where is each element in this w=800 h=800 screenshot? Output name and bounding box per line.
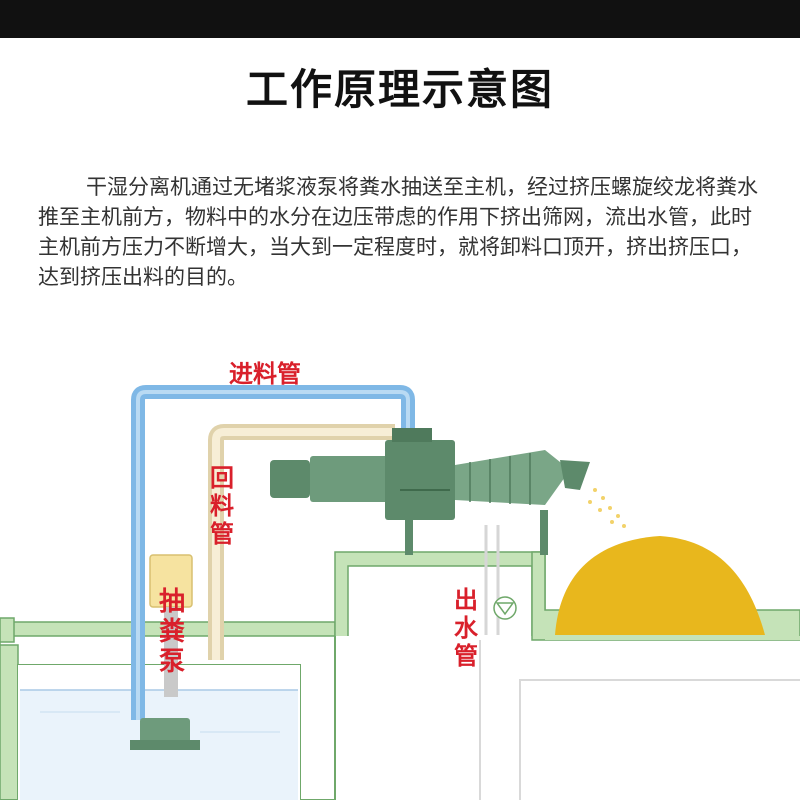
top-bar (0, 0, 800, 38)
description-paragraph: 干湿分离机通过无堵浆液泵将粪水抽送至主机，经过挤压螺旋绞龙将粪水推至主机前方，物… (38, 172, 762, 292)
feed-inlet (392, 428, 432, 442)
label-outlet-pipe-char: 出 (454, 586, 478, 614)
inlet-pipe-highlight (136, 390, 410, 720)
label-return-pipe-char: 回 (210, 464, 234, 492)
label-return-pipe: 回 料 管 (210, 464, 234, 548)
pump-shaft (164, 607, 178, 697)
pump-base (130, 740, 200, 750)
label-return-pipe-char: 料 (210, 492, 234, 520)
machine-leg-2 (540, 510, 548, 555)
gearbox (310, 456, 390, 502)
motor (270, 460, 310, 498)
return-pipe-inner (212, 428, 395, 660)
machine-leg-1 (405, 520, 413, 555)
pump-head (385, 440, 455, 520)
valve-arrow-icon (495, 602, 515, 616)
diagram-svg: 进料管 回 料 管 抽 粪 泵 出 水 管 (0, 340, 800, 800)
material-pile (555, 536, 765, 635)
working-principle-diagram: 进料管 回 料 管 抽 粪 泵 出 水 管 (0, 340, 800, 800)
label-return-pipe-char: 管 (210, 520, 234, 548)
label-outlet-pipe-char: 水 (454, 614, 479, 642)
left-stub (0, 617, 15, 643)
label-pump: 抽 粪 泵 (159, 587, 185, 677)
label-outlet-pipe: 出 水 管 (454, 586, 479, 670)
label-outlet-pipe-char: 管 (454, 642, 478, 670)
screen-ribs (469, 453, 531, 505)
label-pump-char: 抽 (159, 587, 185, 617)
discharge-particles (588, 488, 626, 528)
page-title: 工作原理示意图 (245, 65, 554, 114)
drain-channel (479, 640, 800, 800)
discharge-mouth (560, 460, 590, 490)
label-pump-char: 泵 (159, 647, 185, 677)
outlet-valve (493, 596, 517, 620)
screw-press-cylinder (455, 450, 570, 505)
label-inlet-pipe: 进料管 (229, 360, 301, 388)
right-ground-strip (545, 636, 800, 640)
description-text: 干湿分离机通过无堵浆液泵将粪水抽送至主机，经过挤压螺旋绞龙将粪水推至主机前方，物… (38, 175, 758, 289)
left-ground (0, 630, 19, 800)
label-pump-char: 粪 (159, 617, 185, 647)
